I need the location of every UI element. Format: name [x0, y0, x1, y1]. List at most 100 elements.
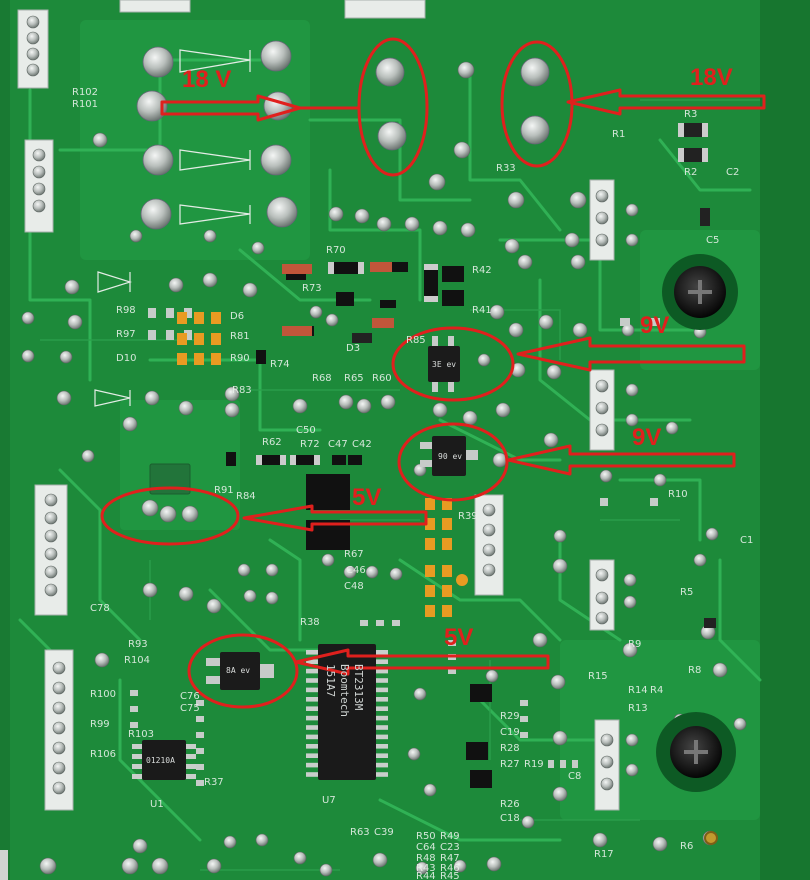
main-ic-pin [376, 706, 388, 711]
silk-r68: R68 [312, 373, 332, 384]
main-ic-pin [306, 744, 318, 749]
silk-c47: C47 [328, 439, 348, 450]
regulator-middle-marking: 90 ev [438, 452, 463, 461]
silk-r104: R104 [124, 655, 151, 666]
silk-r9: R9 [628, 639, 642, 650]
copper-pour-group [80, 20, 760, 820]
main-ic-pin [306, 715, 318, 721]
silk-d6: D6 [230, 311, 245, 322]
main-ic-pin [376, 697, 388, 702]
label-18v-left: 18 V [182, 66, 232, 93]
silk-r14: R14 [628, 685, 648, 696]
silk-r13: R13 [628, 703, 648, 714]
silk-r99: R99 [90, 719, 110, 730]
arrow-5v-lower [294, 648, 550, 676]
silk-c46: C46 [346, 565, 366, 576]
diode-symbols [94, 49, 251, 407]
silk-r101: R101 [72, 99, 99, 110]
silk-r102: R102 [72, 87, 99, 98]
silk-r103: R103 [128, 729, 155, 740]
silk-r60: R60 [372, 373, 392, 384]
silk-r84: R84 [236, 491, 256, 502]
main-ic-pin [376, 715, 388, 721]
silk-r1: R1 [612, 129, 626, 140]
silk-r90: R90 [230, 353, 250, 364]
main-ic-pin [306, 668, 318, 674]
arrow-9v-lower [506, 444, 736, 476]
silk-r10: R10 [668, 489, 688, 500]
regulator-middle [420, 436, 478, 476]
main-ic-pin [376, 687, 388, 693]
silk-r91: R91 [214, 485, 234, 496]
silk-r67: R67 [344, 549, 364, 560]
silk-r83: R83 [232, 385, 252, 396]
silk-d10: D10 [116, 353, 137, 364]
small-ic-marking: 01210A [146, 756, 175, 765]
orange-gold-pads [177, 312, 468, 617]
label-5v-lower: 5V [444, 624, 474, 651]
silk-c18: C18 [500, 813, 520, 824]
arrow-18v-left [160, 94, 302, 122]
main-ic-pin [376, 734, 388, 740]
silk-c23: C23 [440, 842, 460, 853]
main-ic-marking-line3: 151A7 [324, 664, 337, 698]
silk-r43: R43 [416, 863, 436, 874]
silk-c5: C5 [706, 235, 720, 246]
silk-u1: U1 [150, 799, 164, 810]
ldo-5v-middle [149, 463, 191, 495]
silk-r15: R15 [588, 671, 608, 682]
main-ic-pin [306, 697, 318, 702]
solder-joints [21, 61, 747, 877]
rectifier-solder-joints [136, 40, 550, 230]
silk-r26: R26 [500, 799, 520, 810]
silk-c39: C39 [374, 827, 394, 838]
main-ic-pin [306, 659, 318, 664]
main-ic-pin [306, 650, 318, 655]
main-ic-pin [306, 678, 318, 683]
silk-r62: R62 [262, 437, 282, 448]
silk-r48: R48 [416, 853, 436, 864]
silk-r81: R81 [230, 331, 250, 342]
silk-r74: R74 [270, 359, 290, 370]
silk-c48: C48 [344, 581, 364, 592]
main-ic-marking-line2: Boomtech [338, 664, 351, 717]
header-pins [26, 15, 639, 795]
silk-c42: C42 [352, 439, 372, 450]
main-ic-pin [306, 762, 318, 768]
main-ic-pin [306, 772, 318, 777]
silk-r39: R39 [458, 511, 478, 522]
silk-c50: C50 [296, 425, 316, 436]
main-ic-pin [306, 706, 318, 711]
main-ic-package [306, 644, 388, 780]
silk-r29: R29 [500, 711, 520, 722]
screw-top [662, 254, 738, 330]
main-ic-pin [376, 668, 388, 674]
smd-resistors [226, 123, 716, 628]
silk-r70: R70 [326, 245, 346, 256]
silk-r33: R33 [496, 163, 516, 174]
silk-r63: R63 [350, 827, 370, 838]
main-ic-pin [376, 659, 388, 664]
main-ic-pin [376, 772, 388, 777]
silk-r47: R47 [440, 853, 460, 864]
main-ic-pin [306, 734, 318, 740]
silk-r5: R5 [680, 587, 694, 598]
label-9v-lower: 9V [632, 424, 662, 451]
smd-pad-field [130, 308, 660, 786]
silk-r41: R41 [472, 305, 492, 316]
main-ic-pin [376, 762, 388, 768]
silk-r44: R44 [416, 871, 436, 880]
small-ic-package [132, 740, 196, 780]
arrow-18v-right [566, 88, 766, 116]
silk-r6: R6 [680, 841, 694, 852]
main-ic-pin [376, 753, 388, 758]
board-edge-strip [760, 0, 810, 880]
regulator-upper-marking: 3E ev [432, 360, 457, 369]
main-ic-pin [376, 650, 388, 655]
main-ic-pin [376, 725, 388, 730]
silk-r49: R49 [440, 831, 460, 842]
highlight-ellipse-5v-middle [100, 486, 240, 546]
silk-r4: R4 [650, 685, 664, 696]
silk-c2: C2 [726, 167, 740, 178]
